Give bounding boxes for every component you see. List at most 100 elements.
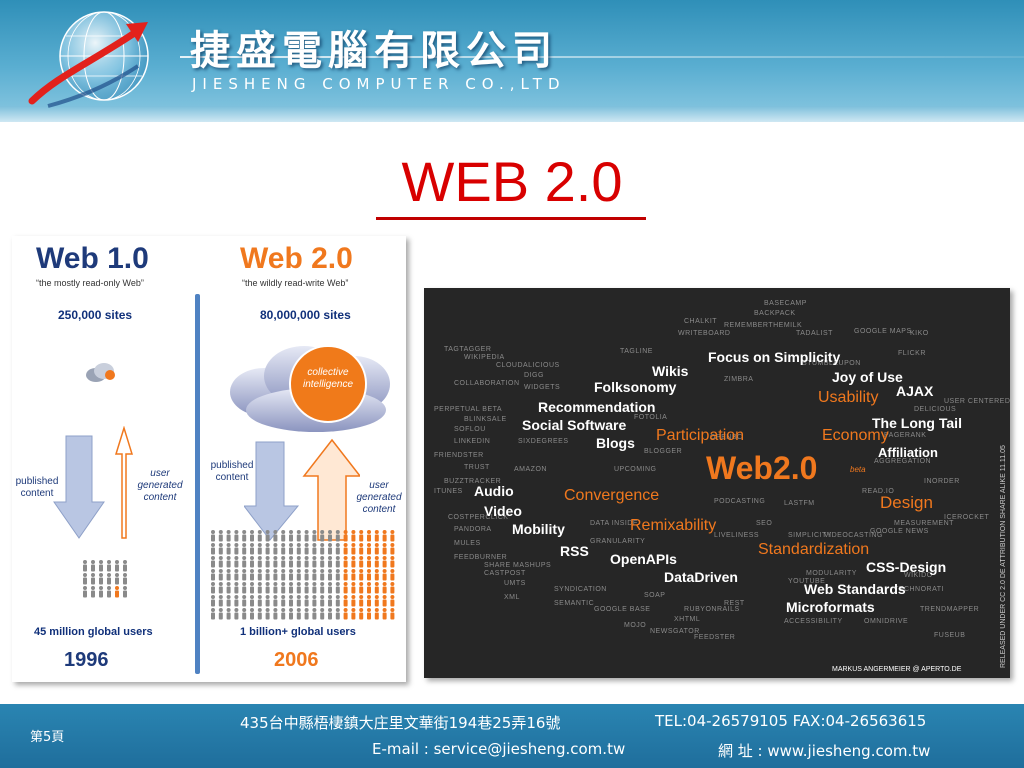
tag-ajax: AJAX bbox=[896, 383, 934, 399]
company-name-chinese: 捷盛電腦有限公司 bbox=[190, 28, 558, 74]
tag-cloud-credit: MARKUS ANGERMEIER @ APERTO.DE bbox=[832, 666, 962, 673]
tag-small: YOUTUBE bbox=[788, 578, 826, 585]
tag-small: BUZZTRACKER bbox=[444, 478, 502, 485]
tag-small: MODULARITY bbox=[806, 570, 857, 577]
web1-flow-arrows bbox=[53, 426, 134, 539]
tag-small: SOFLOU bbox=[454, 426, 486, 433]
tag-microformats: Microformats bbox=[786, 599, 875, 615]
tag-web-standards: Web Standards bbox=[804, 581, 906, 597]
company-website: 網 址 : www.jiesheng.com.tw bbox=[718, 742, 931, 760]
web2-published-content: published content bbox=[210, 460, 254, 483]
web1-people-icon bbox=[83, 560, 127, 598]
tag-small: LASTFM bbox=[784, 500, 815, 507]
tag-small: GOOGLE BASE bbox=[594, 606, 651, 613]
tag-small: OPENBC bbox=[710, 434, 743, 441]
header-band bbox=[0, 106, 1024, 122]
tag-small: SEO bbox=[756, 520, 773, 527]
tag-small: READ.IO bbox=[862, 488, 895, 495]
tag-small: BASECAMP bbox=[764, 300, 807, 307]
tag-affiliation: Affiliation bbox=[878, 445, 938, 460]
collective-cloud-icon bbox=[230, 345, 390, 432]
tag-cloud-license: RELEASED UNDER CC 2.0 DE ATTRIBUTION SHA… bbox=[1000, 445, 1007, 668]
web1-tagline: “the mostly read-only Web” bbox=[36, 278, 144, 288]
tag-small: ACCESSIBILITY bbox=[784, 618, 843, 625]
tag-audio: Audio bbox=[474, 483, 514, 499]
tag-small: SYNDICATION bbox=[554, 586, 607, 593]
tag-wikis: Wikis bbox=[652, 363, 689, 379]
tag-small: SIXDEGREES bbox=[518, 438, 569, 445]
tag-standardization: Standardization bbox=[758, 541, 870, 558]
tag-small: USER CENTERED bbox=[944, 398, 1010, 405]
tag-small: WIKIDO bbox=[904, 572, 933, 579]
company-name-english: JIESHENG COMPUTER CO.,LTD bbox=[192, 75, 566, 93]
collective-intelligence-label: collective intelligence bbox=[302, 367, 354, 390]
company-address: 435台中縣梧棲鎮大庄里文華街194巷25弄16號 bbox=[240, 714, 561, 732]
tag-small: PANDORA bbox=[454, 526, 492, 533]
tag-small: SOAP bbox=[644, 592, 666, 599]
page-number: 第5頁 bbox=[30, 730, 65, 745]
tag-participation: Participation bbox=[656, 427, 745, 444]
tag-rss: RSS bbox=[560, 543, 589, 559]
tag-small: WIDGETS bbox=[524, 384, 561, 391]
tag-small: ICEROCKET bbox=[944, 514, 990, 521]
tag-beta: beta bbox=[850, 465, 866, 474]
tag-small: BLOGGER bbox=[644, 448, 683, 455]
tag-small: BLINKSALE bbox=[464, 416, 507, 423]
web2-user-generated-content: user generated content bbox=[356, 480, 402, 515]
tag-small: MULES bbox=[454, 540, 481, 547]
web2-people-icon bbox=[211, 530, 395, 620]
tag-small: AMAZON bbox=[514, 466, 547, 473]
web2-global-users: 1 billion+ global users bbox=[240, 626, 356, 638]
tag-small: FUSEUB bbox=[934, 632, 966, 639]
tag-the-long-tail: The Long Tail bbox=[872, 415, 962, 431]
tag-small: GRANULARITY bbox=[590, 538, 646, 545]
tag-small: MOJO bbox=[624, 622, 647, 629]
tag-web20-center: Web2.0 bbox=[706, 450, 818, 486]
tag-small: CASTPOST bbox=[484, 570, 526, 577]
web2-sites: 80,000,000 sites bbox=[260, 308, 351, 322]
tag-small: VIDEOCASTING bbox=[824, 532, 883, 539]
tag-small: TRUST bbox=[464, 464, 490, 471]
tag-small: COLLABORATION bbox=[454, 380, 520, 387]
web1-global-users: 45 million global users bbox=[34, 626, 153, 638]
header-divider bbox=[180, 56, 1024, 58]
tag-small: FEEDSTER bbox=[694, 634, 736, 641]
web2-year: 2006 bbox=[274, 649, 319, 671]
footer-bar: 第5頁 435台中縣梧棲鎮大庄里文華街194巷25弄16號 TEL:04-265… bbox=[0, 704, 1024, 768]
tag-small: UMTS bbox=[504, 580, 526, 587]
tag-small: COSTPERCLICK bbox=[448, 514, 509, 521]
web1-user-generated-content: user generated content bbox=[137, 468, 183, 503]
tag-openapis: OpenAPIs bbox=[610, 551, 677, 567]
tag-small: INORDER bbox=[924, 478, 960, 485]
title-underline bbox=[376, 217, 646, 220]
tag-small: DATA INSIDE bbox=[590, 520, 639, 527]
tag-small: DIGG bbox=[524, 372, 544, 379]
tag-small: GOOGLE NEWS bbox=[870, 528, 929, 535]
web2-tagline: “the wildly read-write Web” bbox=[242, 278, 349, 288]
tag-small: PERPETUAL BETA bbox=[434, 406, 503, 413]
tag-joy-of-use: Joy of Use bbox=[832, 369, 903, 385]
tag-small: AGGREGATION bbox=[874, 458, 932, 465]
web2-heading: Web 2.0 bbox=[240, 242, 353, 275]
tag-folksonomy: Folksonomy bbox=[594, 379, 677, 395]
tag-small: PAGERANK bbox=[884, 432, 927, 439]
company-phone-fax: TEL:04-26579105 FAX:04-26563615 bbox=[655, 712, 927, 730]
web1-published-content: published content bbox=[15, 476, 59, 499]
tag-small: XML bbox=[504, 594, 520, 601]
tag-small: REMEMBERTHEMILK bbox=[724, 322, 803, 329]
tag-remixability: Remixability bbox=[630, 517, 717, 534]
divider-bar bbox=[195, 294, 200, 674]
tag-small: GOOGLE MAPS bbox=[854, 328, 912, 335]
tag-small: PODCASTING bbox=[714, 498, 766, 505]
tag-social-software: Social Software bbox=[522, 417, 627, 433]
tag-small: SHARE MASHUPS bbox=[484, 562, 552, 569]
tag-small: TAGLINE bbox=[620, 348, 653, 355]
tag-small: RUBYONRAILS bbox=[684, 606, 740, 613]
globe-logo-icon bbox=[28, 11, 149, 108]
tag-small: FLICKR bbox=[898, 350, 926, 357]
tag-video: Video bbox=[484, 503, 522, 519]
slide-title: WEB 2.0 bbox=[401, 150, 623, 213]
tag-small: XHTML bbox=[674, 616, 701, 623]
tag-small: LINKEDIN bbox=[454, 438, 491, 445]
